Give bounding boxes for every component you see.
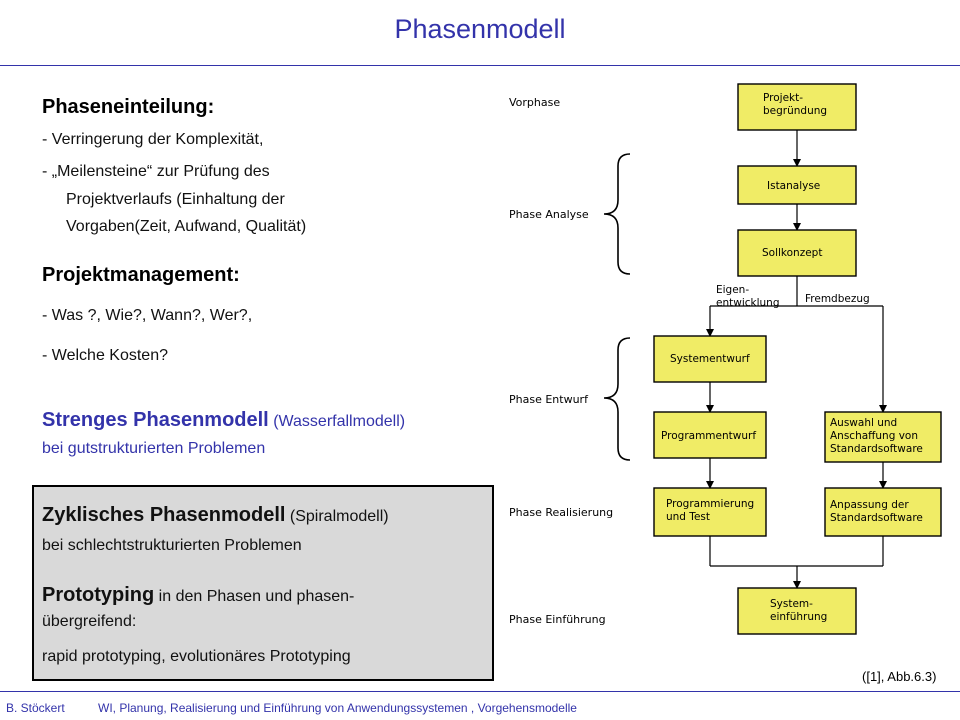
zyklisches-phasenmodell-panel <box>32 485 494 681</box>
box-istanalyse <box>737 165 857 205</box>
projektmanagement-item-1: - Was ?, Wie?, Wann?, Wer?, <box>42 307 253 324</box>
phase-label-entwurf: Phase Entwurf <box>509 393 589 406</box>
prototyping-title: Prototyping <box>42 584 155 606</box>
strenges-phasenmodell-line-1: Strenges Phasenmodell (Wasserfallmodell) <box>42 409 405 432</box>
box-auswahl-line-3: Standardsoftware <box>830 443 923 455</box>
box-systemeinfuehrung <box>737 587 857 635</box>
slide-title: Phasenmodell <box>394 14 566 44</box>
box-programmentwurf <box>653 411 767 459</box>
box-systemeinfuehrung-line-1: System- <box>770 598 813 610</box>
box-sollkonzept <box>737 229 857 277</box>
diagram-connectors <box>706 130 887 589</box>
projektmanagement-heading: Projektmanagement: <box>42 264 240 286</box>
box-anpassung <box>824 487 942 537</box>
prototyping-line-1: Prototyping in den Phasen und phasen- <box>42 584 354 607</box>
box-projektbegruendung-line-1: Projekt- <box>763 92 803 104</box>
box-sollkonzept-label: Sollkonzept <box>762 247 822 259</box>
box-auswahl-line-2: Anschaffung von <box>830 430 918 442</box>
zyklisches-phasenmodell-line-1: Zyklisches Phasenmodell (Spiralmodell) <box>42 504 389 527</box>
phase-diagram: Vorphase Phase Analyse Phase Entwurf Pha… <box>509 83 942 635</box>
phase-label-realisierung: Phase Realisierung <box>509 506 613 519</box>
phaseneinteilung-item-2-line-2: Projektverlaufs (Einhaltung der <box>66 191 285 208</box>
box-programmierung-line-2: und Test <box>666 511 710 523</box>
footer-rule <box>0 691 960 692</box>
box-anpassung-line-2: Standardsoftware <box>830 512 923 524</box>
phase-label-einfuehrung: Phase Einführung <box>509 613 606 626</box>
box-systementwurf <box>653 335 767 383</box>
strenges-phasenmodell-title: Strenges Phasenmodell <box>42 409 269 431</box>
branch-label-eigen-1: Eigen- <box>716 284 749 296</box>
strenges-phasenmodell-paren: (Wasserfallmodell) <box>268 413 406 430</box>
prototyping-line-2: übergreifend: <box>42 613 137 630</box>
zyklisches-phasenmodell-line-2: bei schlechtstrukturierten Problemen <box>42 537 302 554</box>
phaseneinteilung-item-2-line-3: Vorgaben(Zeit, Aufwand, Qualität) <box>66 218 307 235</box>
footer-author: B. Stöckert <box>6 701 65 715</box>
box-projektbegruendung-line-2: begründung <box>763 105 827 117</box>
box-systemeinfuehrung-line-2: einführung <box>770 611 827 623</box>
title-rule <box>0 65 960 66</box>
phaseneinteilung-item-1: - Verringerung der Komplexität, <box>42 131 264 148</box>
phase-label-analyse: Phase Analyse <box>509 208 589 221</box>
box-programmierung <box>653 487 767 537</box>
phaseneinteilung-item-2-line-1: - „Meilensteine“ zur Prüfung des <box>42 163 270 180</box>
projektmanagement-item-2: - Welche Kosten? <box>42 347 168 364</box>
box-programmentwurf-label: Programmentwurf <box>661 430 756 442</box>
branch-label-fremdbezug: Fremdbezug <box>805 293 870 305</box>
box-auswahl <box>824 411 942 463</box>
analyse-brace <box>603 153 631 275</box>
box-auswahl-line-1: Auswahl und <box>830 417 897 429</box>
box-projektbegruendung <box>737 83 857 131</box>
zyklisches-phasenmodell-title: Zyklisches Phasenmodell <box>42 504 286 526</box>
prototyping-line-3: rapid prototyping, evolutionäres Prototy… <box>42 648 351 665</box>
phaseneinteilung-heading: Phaseneinteilung: <box>42 96 215 118</box>
zyklisches-phasenmodell-paren: (Spiralmodell) <box>285 508 389 525</box>
entwurf-brace <box>603 337 631 461</box>
branch-label-eigen-2: entwicklung <box>716 297 779 309</box>
footer-course: WI, Planung, Realisierung und Einführung… <box>98 701 577 715</box>
strenges-phasenmodell-line-2: bei gutstrukturierten Problemen <box>42 440 266 457</box>
box-anpassung-line-1: Anpassung der <box>830 499 909 511</box>
box-istanalyse-label: Istanalyse <box>767 180 820 192</box>
figure-reference: ([1], Abb.6.3) <box>862 669 937 684</box>
phase-label-vorphase: Vorphase <box>509 96 560 109</box>
box-programmierung-line-1: Programmierung <box>666 498 754 510</box>
prototyping-rest: in den Phasen und phasen- <box>154 588 355 605</box>
box-systementwurf-label: Systementwurf <box>670 353 750 365</box>
